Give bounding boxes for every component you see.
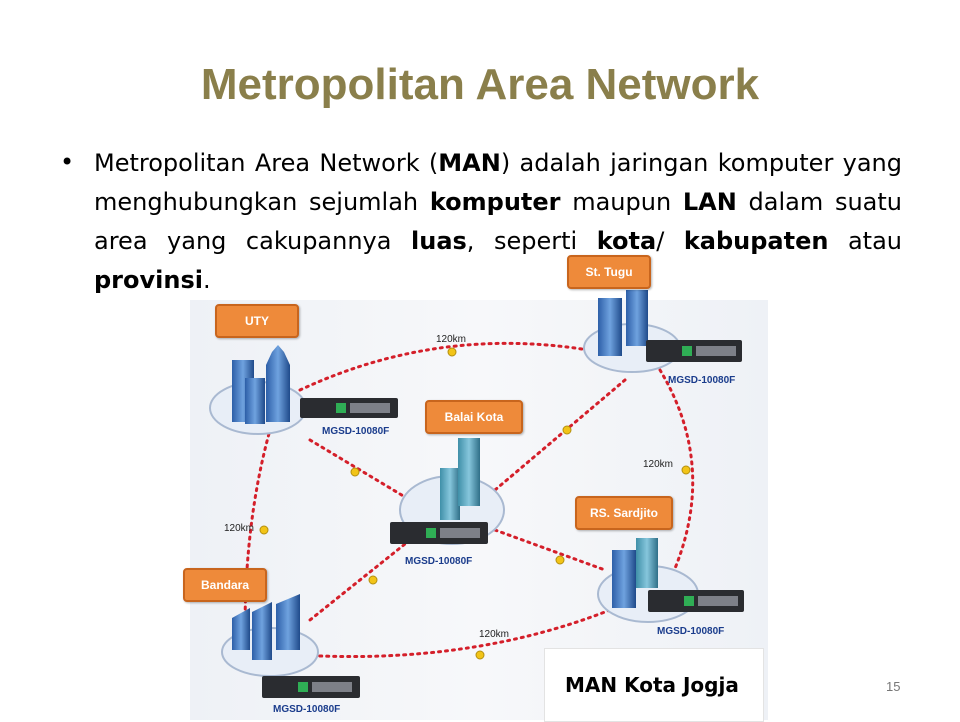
switch-icon: [390, 522, 488, 544]
para-bold-kota: kota: [596, 227, 657, 255]
link-marker: [350, 467, 360, 477]
link-uty-sttugu: [298, 341, 617, 392]
link-bandara-uty: [243, 428, 272, 632]
building-icon: [252, 602, 272, 660]
slide-title: Metropolitan Area Network: [200, 60, 760, 109]
para-text-3: maupun: [560, 188, 683, 216]
link-marker: [447, 347, 457, 357]
diagram-caption: MAN Kota Jogja: [565, 673, 739, 697]
link-marker: [475, 650, 485, 660]
distance-label-bottom: 120km: [479, 629, 510, 640]
node-uty-graphic: [209, 345, 307, 435]
link-sttugu-balaikota: [493, 378, 627, 492]
node-badge-sttugu: St. Tugu: [567, 255, 651, 289]
building-icon: [458, 438, 480, 506]
distance-label-right: 120km: [643, 459, 674, 470]
link-sardjito-bandara: [298, 608, 612, 659]
link-markers: [259, 347, 691, 660]
building-icon: [598, 298, 622, 356]
bullet-marker: •: [60, 148, 75, 176]
para-text-1: Metropolitan Area Network (: [94, 149, 439, 177]
para-text-5: , seperti: [466, 227, 597, 255]
link-uty-balaikota: [308, 438, 412, 502]
distance-label-top: 120km: [436, 334, 467, 345]
link-marker: [681, 465, 691, 475]
link-balaikota-bandara: [308, 538, 412, 622]
device-label-balaikota: MGSD-10080F: [405, 556, 473, 567]
para-text-7: atau: [828, 227, 903, 255]
building-icon: [232, 608, 250, 650]
device-label-uty: MGSD-10080F: [322, 426, 390, 437]
page-number: 15: [886, 679, 901, 694]
building-icon: [636, 538, 658, 588]
link-marker: [368, 575, 378, 585]
link-sttugu-sardjito: [658, 368, 695, 582]
switch-icon: [262, 676, 360, 698]
para-text-2: ) adalah jaringan komputer yang menghubu…: [94, 149, 902, 216]
node-badge-balaikota: Balai Kota: [425, 400, 523, 434]
link-marker: [555, 555, 565, 565]
switch-icon: [648, 590, 744, 612]
para-bold-provinsi: provinsi: [94, 266, 203, 294]
building-icon: [245, 378, 265, 424]
device-label-bandara: MGSD-10080F: [273, 704, 341, 715]
building-icon: [612, 550, 636, 608]
device-label-sardjito: MGSD-10080F: [657, 626, 725, 637]
para-text-6: /: [656, 227, 684, 255]
para-text-4: dalam suatu area yang cakupannya: [94, 188, 903, 255]
para-bold-komputer: komputer: [429, 188, 561, 216]
node-badge-uty: UTY: [215, 304, 299, 338]
link-marker: [562, 425, 572, 435]
switch-icon: [646, 340, 742, 362]
device-label-sttugu: MGSD-10080F: [668, 375, 736, 386]
definition-paragraph: Metropolitan Area Network (MAN) adalah j…: [94, 144, 902, 300]
distance-label-left: 120km: [224, 523, 255, 534]
node-badge-bandara: Bandara: [183, 568, 267, 602]
para-bold-kabupaten: kabupaten: [683, 227, 829, 255]
para-bold-luas: luas: [411, 227, 467, 255]
para-bold-lan: LAN: [682, 188, 737, 216]
diagram-caption-box: MAN Kota Jogja: [544, 648, 764, 722]
building-icon: [440, 468, 460, 520]
node-bandara-graphic: [221, 594, 319, 677]
link-balaikota-sardjito: [493, 528, 607, 572]
switch-icon: [300, 398, 398, 418]
para-bold-man: MAN: [438, 149, 501, 177]
building-icon: [626, 290, 648, 346]
para-text-8: .: [202, 266, 211, 294]
link-marker: [259, 525, 269, 535]
tower-icon: [266, 345, 290, 422]
node-badge-sardjito: RS. Sardjito: [575, 496, 673, 530]
building-icon: [276, 594, 300, 650]
